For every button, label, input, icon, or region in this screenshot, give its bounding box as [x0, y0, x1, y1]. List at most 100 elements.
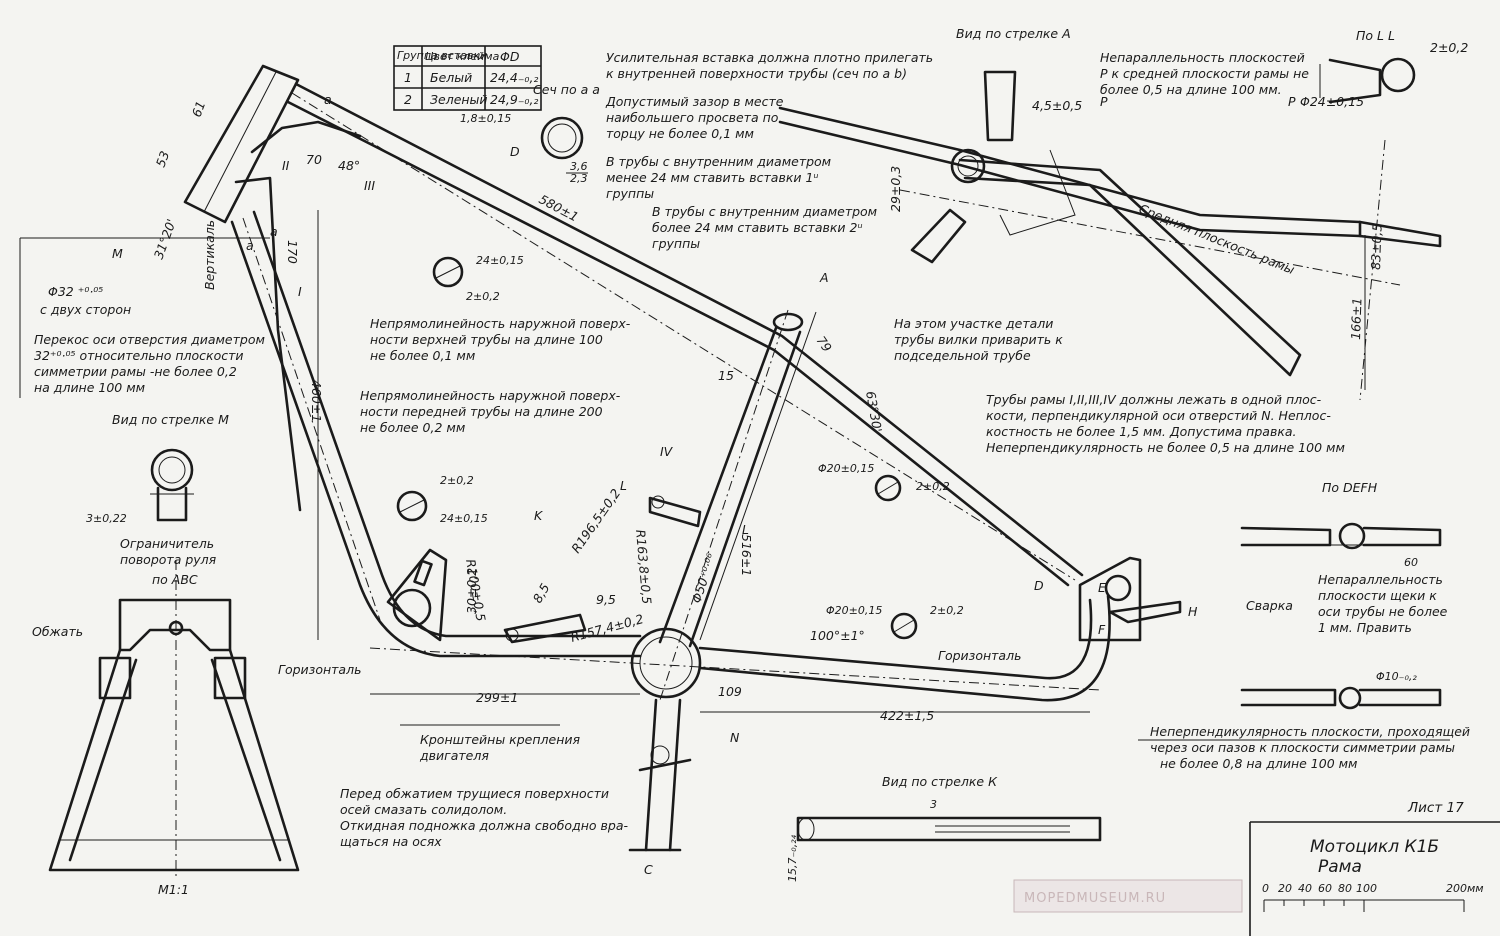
table-cell: 24,9₋₀,₂: [490, 92, 538, 107]
dim-text: 60: [1404, 556, 1418, 569]
note-skew: Перекос оси отверстия диаметром 32⁺⁰·⁰⁵ …: [34, 332, 265, 395]
dim-text: Φ20±0,15: [818, 462, 874, 475]
table-cell: 2: [404, 92, 412, 107]
note-line: осей смазать солидолом.: [340, 802, 507, 817]
letter-label: P: [1100, 94, 1108, 109]
dim-text: 460±1: [309, 380, 324, 422]
section-ll-label: По L L: [1356, 28, 1395, 43]
dim-text: Φ24±0,15: [1300, 94, 1364, 109]
note-line: более 0,5 на длине 100 мм.: [1100, 82, 1282, 97]
note-front-tube: Непрямолинейность наружной поверх- ности…: [360, 388, 621, 435]
section-defh-label: По DEFH: [1322, 480, 1378, 495]
roman-label: II: [282, 158, 290, 173]
scale-tick: 60: [1318, 882, 1332, 895]
bottom-bracket: [630, 627, 702, 699]
main-frame: [183, 64, 1182, 852]
weld-label: Сварка: [1246, 598, 1293, 613]
dim-text: 2±0,2: [916, 480, 950, 493]
note-nonparallel: Непараллельность плоскостей Р к средней …: [1100, 50, 1309, 97]
note-line: Непараллельность плоскостей: [1100, 50, 1305, 65]
table-header-color: Цвет клейма: [425, 50, 500, 63]
note-line: Непараллельность: [1318, 572, 1443, 587]
table-frame: [393, 45, 542, 111]
letter-label: L: [742, 522, 749, 537]
horizontal-label-2: Горизонталь: [938, 648, 1021, 663]
dim-text: 2±0,2: [1430, 40, 1468, 55]
section-aa-dim-top: 3,6: [570, 160, 588, 173]
dim-text: 83±0,5: [1368, 223, 1385, 270]
dim-text: 170: [285, 240, 300, 264]
note-slots: Неперпендикулярность плоскости, проходящ…: [1150, 724, 1470, 771]
dimension-lines: [19, 210, 1450, 741]
dim-text: 61: [189, 99, 209, 119]
note-line: к внутренней поверхности трубы (сеч по а…: [606, 66, 907, 81]
dim-text: 48°: [338, 158, 360, 173]
head-tube: [183, 64, 300, 224]
note-line: ности передней трубы на длине 200: [360, 404, 603, 419]
dim-text: 53: [153, 149, 173, 169]
letter-label: a: [246, 238, 254, 253]
note-group1: В трубы с внутренним диаметром менее 24 …: [606, 154, 831, 201]
horizontal-label: Горизонталь: [278, 662, 361, 677]
engine-bracket: [386, 548, 448, 642]
note-line: 32⁺⁰·⁰⁵ относительно плоскости: [34, 348, 244, 363]
dim-text: R163,8±0,5: [633, 529, 654, 605]
roman-label: I: [298, 284, 302, 299]
dim-text: 2±0,2: [930, 604, 964, 617]
dim-text: 24±0,15: [440, 512, 488, 525]
note-line: Трубы рамы I,II,III,IV должны лежать в о…: [986, 392, 1322, 407]
letter-label: N: [730, 730, 740, 745]
dim-text: 2±0,2: [466, 290, 500, 303]
note-line: группы: [606, 186, 654, 201]
table-cell: 24,4₋₀,₂: [490, 70, 538, 85]
note-line: группы: [652, 236, 700, 251]
note-line: Непрямолинейность наружной поверх-: [360, 388, 621, 403]
hole-details: [396, 116, 918, 640]
note-line: торцу не более 0,1 мм: [606, 126, 754, 141]
sheet-label: Лист 17: [1407, 800, 1464, 816]
insert-table: Группа вставки Цвет клейма ΦD 1 Белый 24…: [393, 45, 542, 111]
kickstand: [638, 698, 692, 852]
dim-text: 8,5: [530, 581, 553, 606]
note-plane: Трубы рамы I,II,III,IV должны лежать в о…: [986, 392, 1345, 455]
seat-tube: [658, 326, 802, 648]
note-line: оси трубы не более: [1318, 604, 1448, 619]
letter-label: P: [1288, 94, 1296, 109]
note-line: Перед обжатием трущиеся поверхности: [340, 786, 609, 801]
dim-text: 63°30': [863, 390, 885, 433]
dim-text: 299±1: [476, 690, 518, 705]
note-line: щаться на осях: [340, 834, 442, 849]
note-line: более 24 мм ставить вставки 2ᵘ: [652, 220, 863, 235]
stop-label: поворота руля: [120, 552, 217, 567]
section-abc-label: по АВС: [152, 572, 198, 587]
note-line: В трубы с внутренним диаметром: [606, 154, 831, 169]
letter-label: D: [1034, 578, 1044, 593]
dim-text: 79: [814, 333, 835, 355]
bottom-tube: [698, 594, 1111, 702]
note-line: Откидная подножка должна свободно вра-: [340, 818, 628, 833]
scale-end: 200мм: [1446, 882, 1484, 895]
section-ll: [1319, 57, 1416, 104]
dim-text: 3±0,22: [86, 512, 127, 525]
letter-label: H: [1188, 604, 1198, 619]
note-line: симметрии рамы -не более 0,2: [34, 364, 237, 379]
note-line: В трубы с внутренним диаметром: [652, 204, 877, 219]
dim-text: 166±1: [1348, 297, 1364, 340]
letter-label: K: [534, 508, 544, 523]
dim-text: 3: [930, 798, 937, 811]
note-line: Перекос оси отверстия диаметром: [34, 332, 265, 347]
dim-text: 29±0,3: [888, 166, 903, 212]
title-line-1: Мотоцикл К1Б: [1310, 837, 1439, 857]
dim-text: Φ10₋₀,₂: [1376, 670, 1417, 683]
view-k-label: Вид по стрелке К: [882, 774, 998, 789]
stop-label: Ограничитель: [120, 536, 214, 551]
dia32-label: Φ32 ⁺⁰·⁰⁵: [48, 284, 103, 299]
dim-text: 109: [718, 684, 742, 699]
scale-tick: 40: [1298, 882, 1312, 895]
view-m-label: Вид по стрелке М: [112, 412, 229, 427]
note-grease: Перед обжатием трущиеся поверхности осей…: [340, 786, 628, 849]
scale-tick: 20: [1278, 882, 1292, 895]
dim-text: 70: [306, 152, 322, 167]
scale-m-label: М1:1: [158, 882, 189, 897]
vertical-label: Вертикаль: [202, 220, 217, 290]
